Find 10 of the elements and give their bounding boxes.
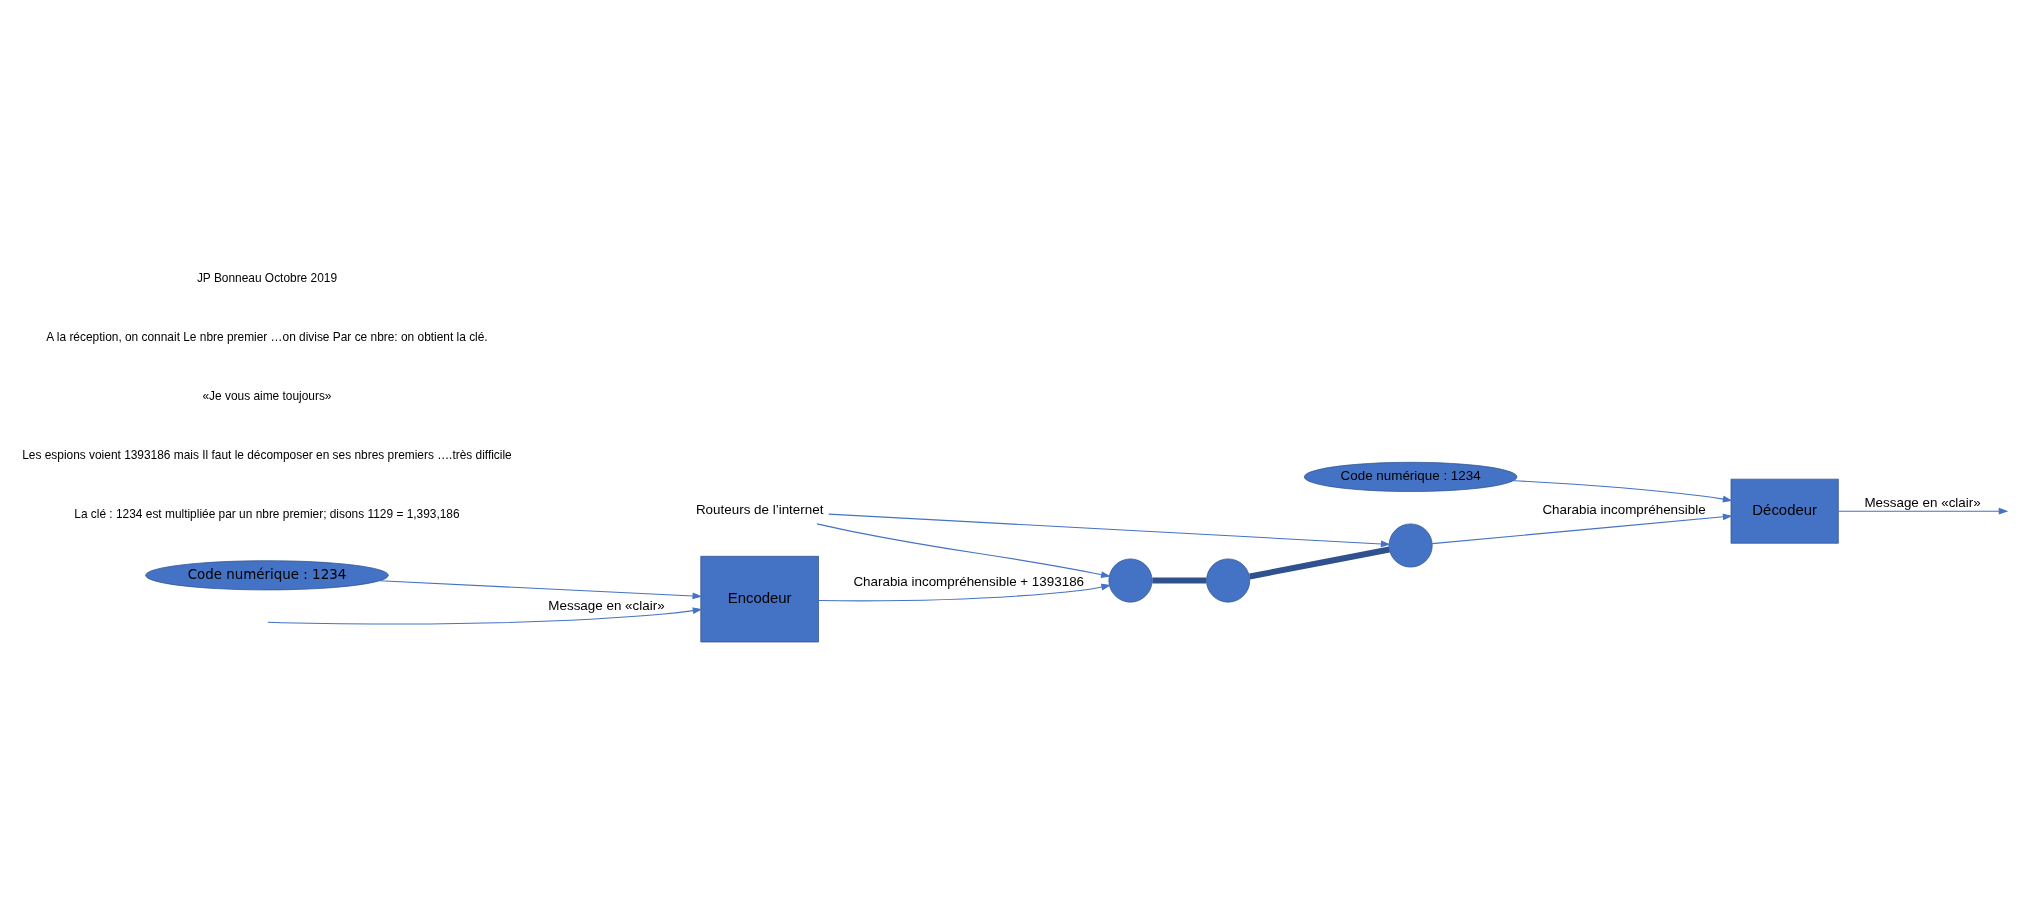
edge-label: Message en «clair»	[548, 597, 665, 613]
label: Les espions voient 1393186 mais Il faut le décomposer en ses nbres premiers ….très difficile	[22, 447, 512, 462]
edge-label: Message en «clair»	[1864, 495, 1981, 511]
edge-label: Charabia incompréhensible	[1542, 502, 1706, 518]
node-text: Routeurs de l’internet	[695, 501, 824, 517]
label: «Je vous aime toujours»	[202, 389, 332, 403]
label: La clé : 1234 est multipliée par un nbre premier; disons 1129 = 1,393,186	[74, 506, 460, 521]
label: JP Bonneau Octobre 2019	[196, 271, 338, 286]
label: A la réception, on connait Le nbre premier …on divise Par ce nbre: on obtient la clé.	[46, 330, 488, 345]
edge-label: Charabia incompréhensible + 1393186	[853, 574, 1085, 590]
